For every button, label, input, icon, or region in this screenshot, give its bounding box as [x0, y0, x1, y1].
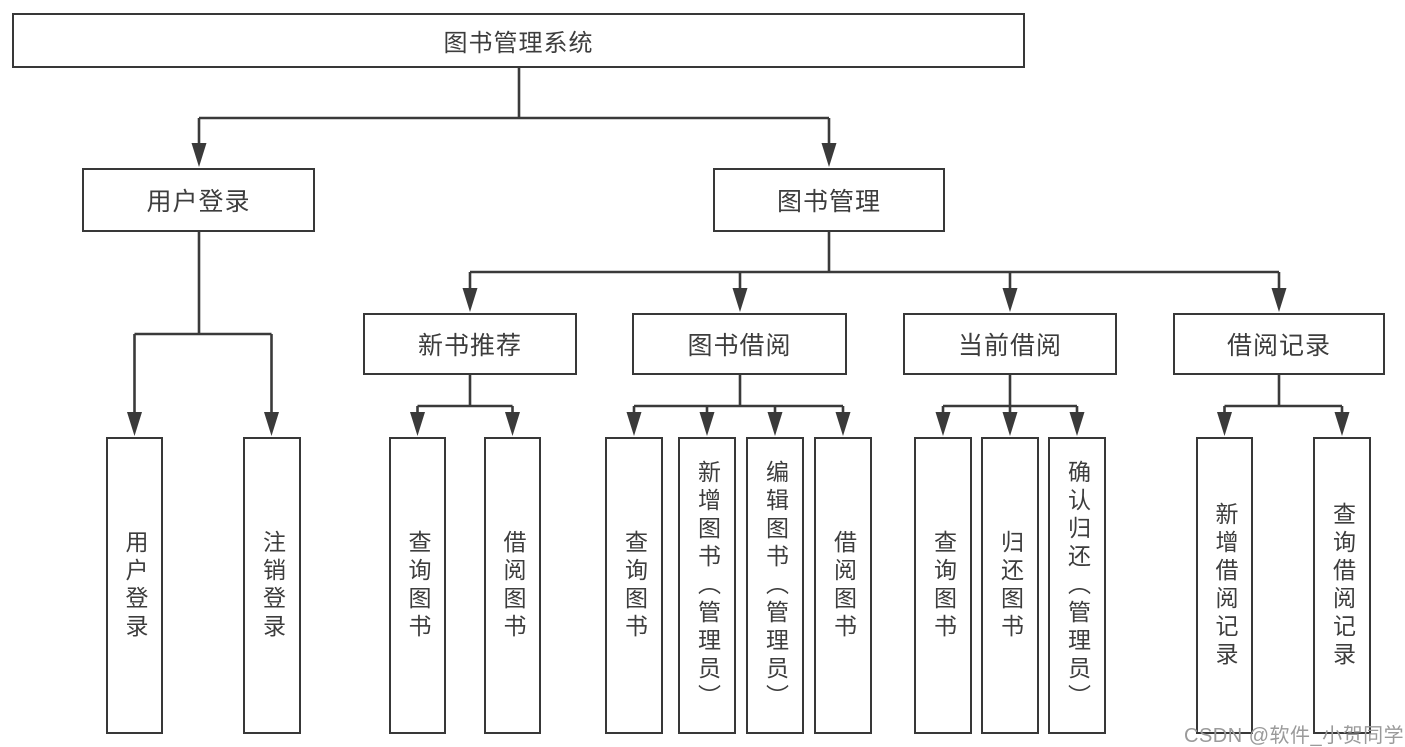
node-label: 图书管理系统	[443, 30, 594, 57]
node-label: 用户登录	[146, 188, 251, 216]
arrowhead	[626, 412, 642, 436]
arrowhead	[1217, 412, 1232, 436]
arrowhead	[1334, 412, 1350, 436]
node-book-management: 图书管理	[713, 168, 945, 232]
arrowhead	[767, 412, 783, 436]
node-book-borrowing: 图书借阅	[632, 313, 847, 375]
arrowhead	[835, 412, 851, 436]
leaf-current-return-books: 归还图书	[981, 437, 1039, 734]
leaf-records-query-record: 查询借阅记录	[1313, 437, 1371, 734]
arrowhead	[732, 288, 748, 312]
leaf-borrow-query-books: 查询图书	[605, 437, 663, 734]
arrowhead	[935, 412, 951, 436]
leaf-records-add-record: 新增借阅记录	[1196, 437, 1253, 734]
leaf-current-confirm-return-admin: 确认归还（管理员）	[1048, 437, 1106, 734]
leaf-borrow-edit-books-admin: 编辑图书（管理员）	[746, 437, 804, 734]
arrowhead	[699, 412, 715, 436]
node-label: 图书管理	[776, 188, 881, 216]
node-label: 当前借阅	[957, 332, 1062, 360]
leaf-user-login: 用户登录	[106, 437, 163, 734]
arrowhead	[505, 412, 520, 436]
arrowhead	[462, 288, 478, 312]
arrowhead	[264, 412, 279, 436]
node-library-management-system: 图书管理系统	[12, 13, 1025, 68]
node-borrowing-records: 借阅记录	[1173, 313, 1385, 375]
csdn-watermark: CSDN @软件_小贺同学	[1184, 725, 1405, 747]
leaf-current-query-books: 查询图书	[914, 437, 972, 734]
arrowhead	[1002, 412, 1018, 436]
arrowhead	[127, 412, 142, 436]
leaf-newbook-query-books: 查询图书	[389, 437, 446, 734]
arrowhead	[1002, 288, 1018, 312]
leaf-borrow-borrow-books: 借阅图书	[814, 437, 872, 734]
leaf-borrow-add-books-admin: 新增图书（管理员）	[678, 437, 736, 734]
node-label: 新书推荐	[417, 332, 522, 360]
leaf-logout: 注销登录	[243, 437, 301, 734]
arrowhead	[821, 143, 837, 167]
node-user-login: 用户登录	[82, 168, 315, 232]
arrowhead	[191, 143, 207, 167]
node-label: 借阅记录	[1226, 332, 1331, 360]
arrowhead	[1069, 412, 1085, 436]
arrowhead	[410, 412, 425, 436]
node-current-borrowing: 当前借阅	[903, 313, 1117, 375]
node-label: 图书借阅	[687, 332, 792, 360]
node-new-book-recommendation: 新书推荐	[363, 313, 577, 375]
arrowhead	[1271, 288, 1287, 312]
leaf-newbook-borrow-books: 借阅图书	[484, 437, 541, 734]
